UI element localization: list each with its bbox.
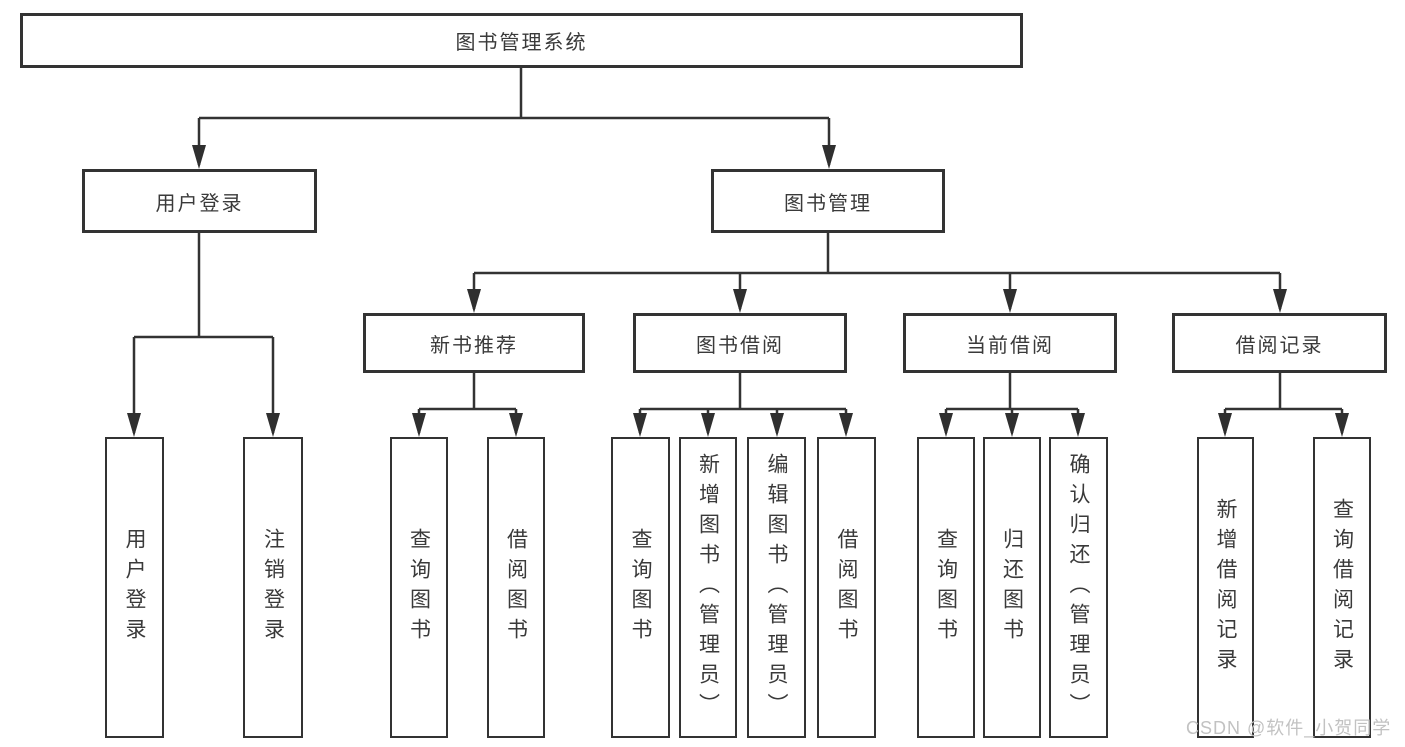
leaf-borrow-books-recommend: 借阅图书 xyxy=(487,437,545,738)
node-label: 新增图书（管理员） xyxy=(696,452,720,723)
node-new-book-recommendation: 新书推荐 xyxy=(363,313,585,373)
node-label: 注销登录 xyxy=(261,527,285,648)
leaf-user-login: 用户登录 xyxy=(105,437,164,738)
leaf-add-borrow-record: 新增借阅记录 xyxy=(1197,437,1254,738)
node-book-borrowing: 图书借阅 xyxy=(633,313,847,373)
node-label: 查询图书 xyxy=(629,527,652,648)
leaf-query-books-recommend: 查询图书 xyxy=(390,437,448,738)
leaf-query-books-current: 查询图书 xyxy=(917,437,975,738)
leaf-query-books-borrow: 查询图书 xyxy=(611,437,670,738)
node-book-management: 图书管理 xyxy=(711,169,945,233)
leaf-confirm-return-admin: 确认归还（管理员） xyxy=(1049,437,1108,738)
node-borrowing-records: 借阅记录 xyxy=(1172,313,1387,373)
watermark: CSDN @软件_小贺同学 xyxy=(1186,718,1392,738)
node-label: 图书管理 xyxy=(784,192,872,215)
node-library-management-system: 图书管理系统 xyxy=(20,13,1023,68)
node-label: 编辑图书（管理员） xyxy=(765,452,788,723)
node-user-login: 用户登录 xyxy=(82,169,317,233)
leaf-query-borrow-record: 查询借阅记录 xyxy=(1313,437,1371,738)
node-label: 用户登录 xyxy=(123,527,146,648)
node-label: 归还图书 xyxy=(1000,527,1024,648)
arrowheads xyxy=(127,145,1349,437)
node-label: 当前借阅 xyxy=(966,334,1054,357)
node-label: 借阅记录 xyxy=(1235,334,1324,357)
node-label: 查询图书 xyxy=(407,527,431,648)
leaf-edit-books-admin: 编辑图书（管理员） xyxy=(747,437,806,738)
node-label: 图书管理系统 xyxy=(455,32,588,54)
node-current-borrowing: 当前借阅 xyxy=(903,313,1117,373)
leaf-logout: 注销登录 xyxy=(243,437,303,738)
leaf-borrow-books: 借阅图书 xyxy=(817,437,876,738)
node-label: 查询图书 xyxy=(934,527,958,648)
node-label: 确认归还（管理员） xyxy=(1067,452,1090,723)
node-label: 新增借阅记录 xyxy=(1214,497,1237,678)
node-label: 查询借阅记录 xyxy=(1330,497,1354,678)
node-label: 新书推荐 xyxy=(430,334,518,357)
leaf-add-books-admin: 新增图书（管理员） xyxy=(679,437,737,738)
node-label: 借阅图书 xyxy=(835,527,858,648)
node-label: 用户登录 xyxy=(155,192,244,215)
node-label: 图书借阅 xyxy=(696,334,784,357)
node-label: 借阅图书 xyxy=(504,527,528,648)
leaf-return-books: 归还图书 xyxy=(983,437,1041,738)
